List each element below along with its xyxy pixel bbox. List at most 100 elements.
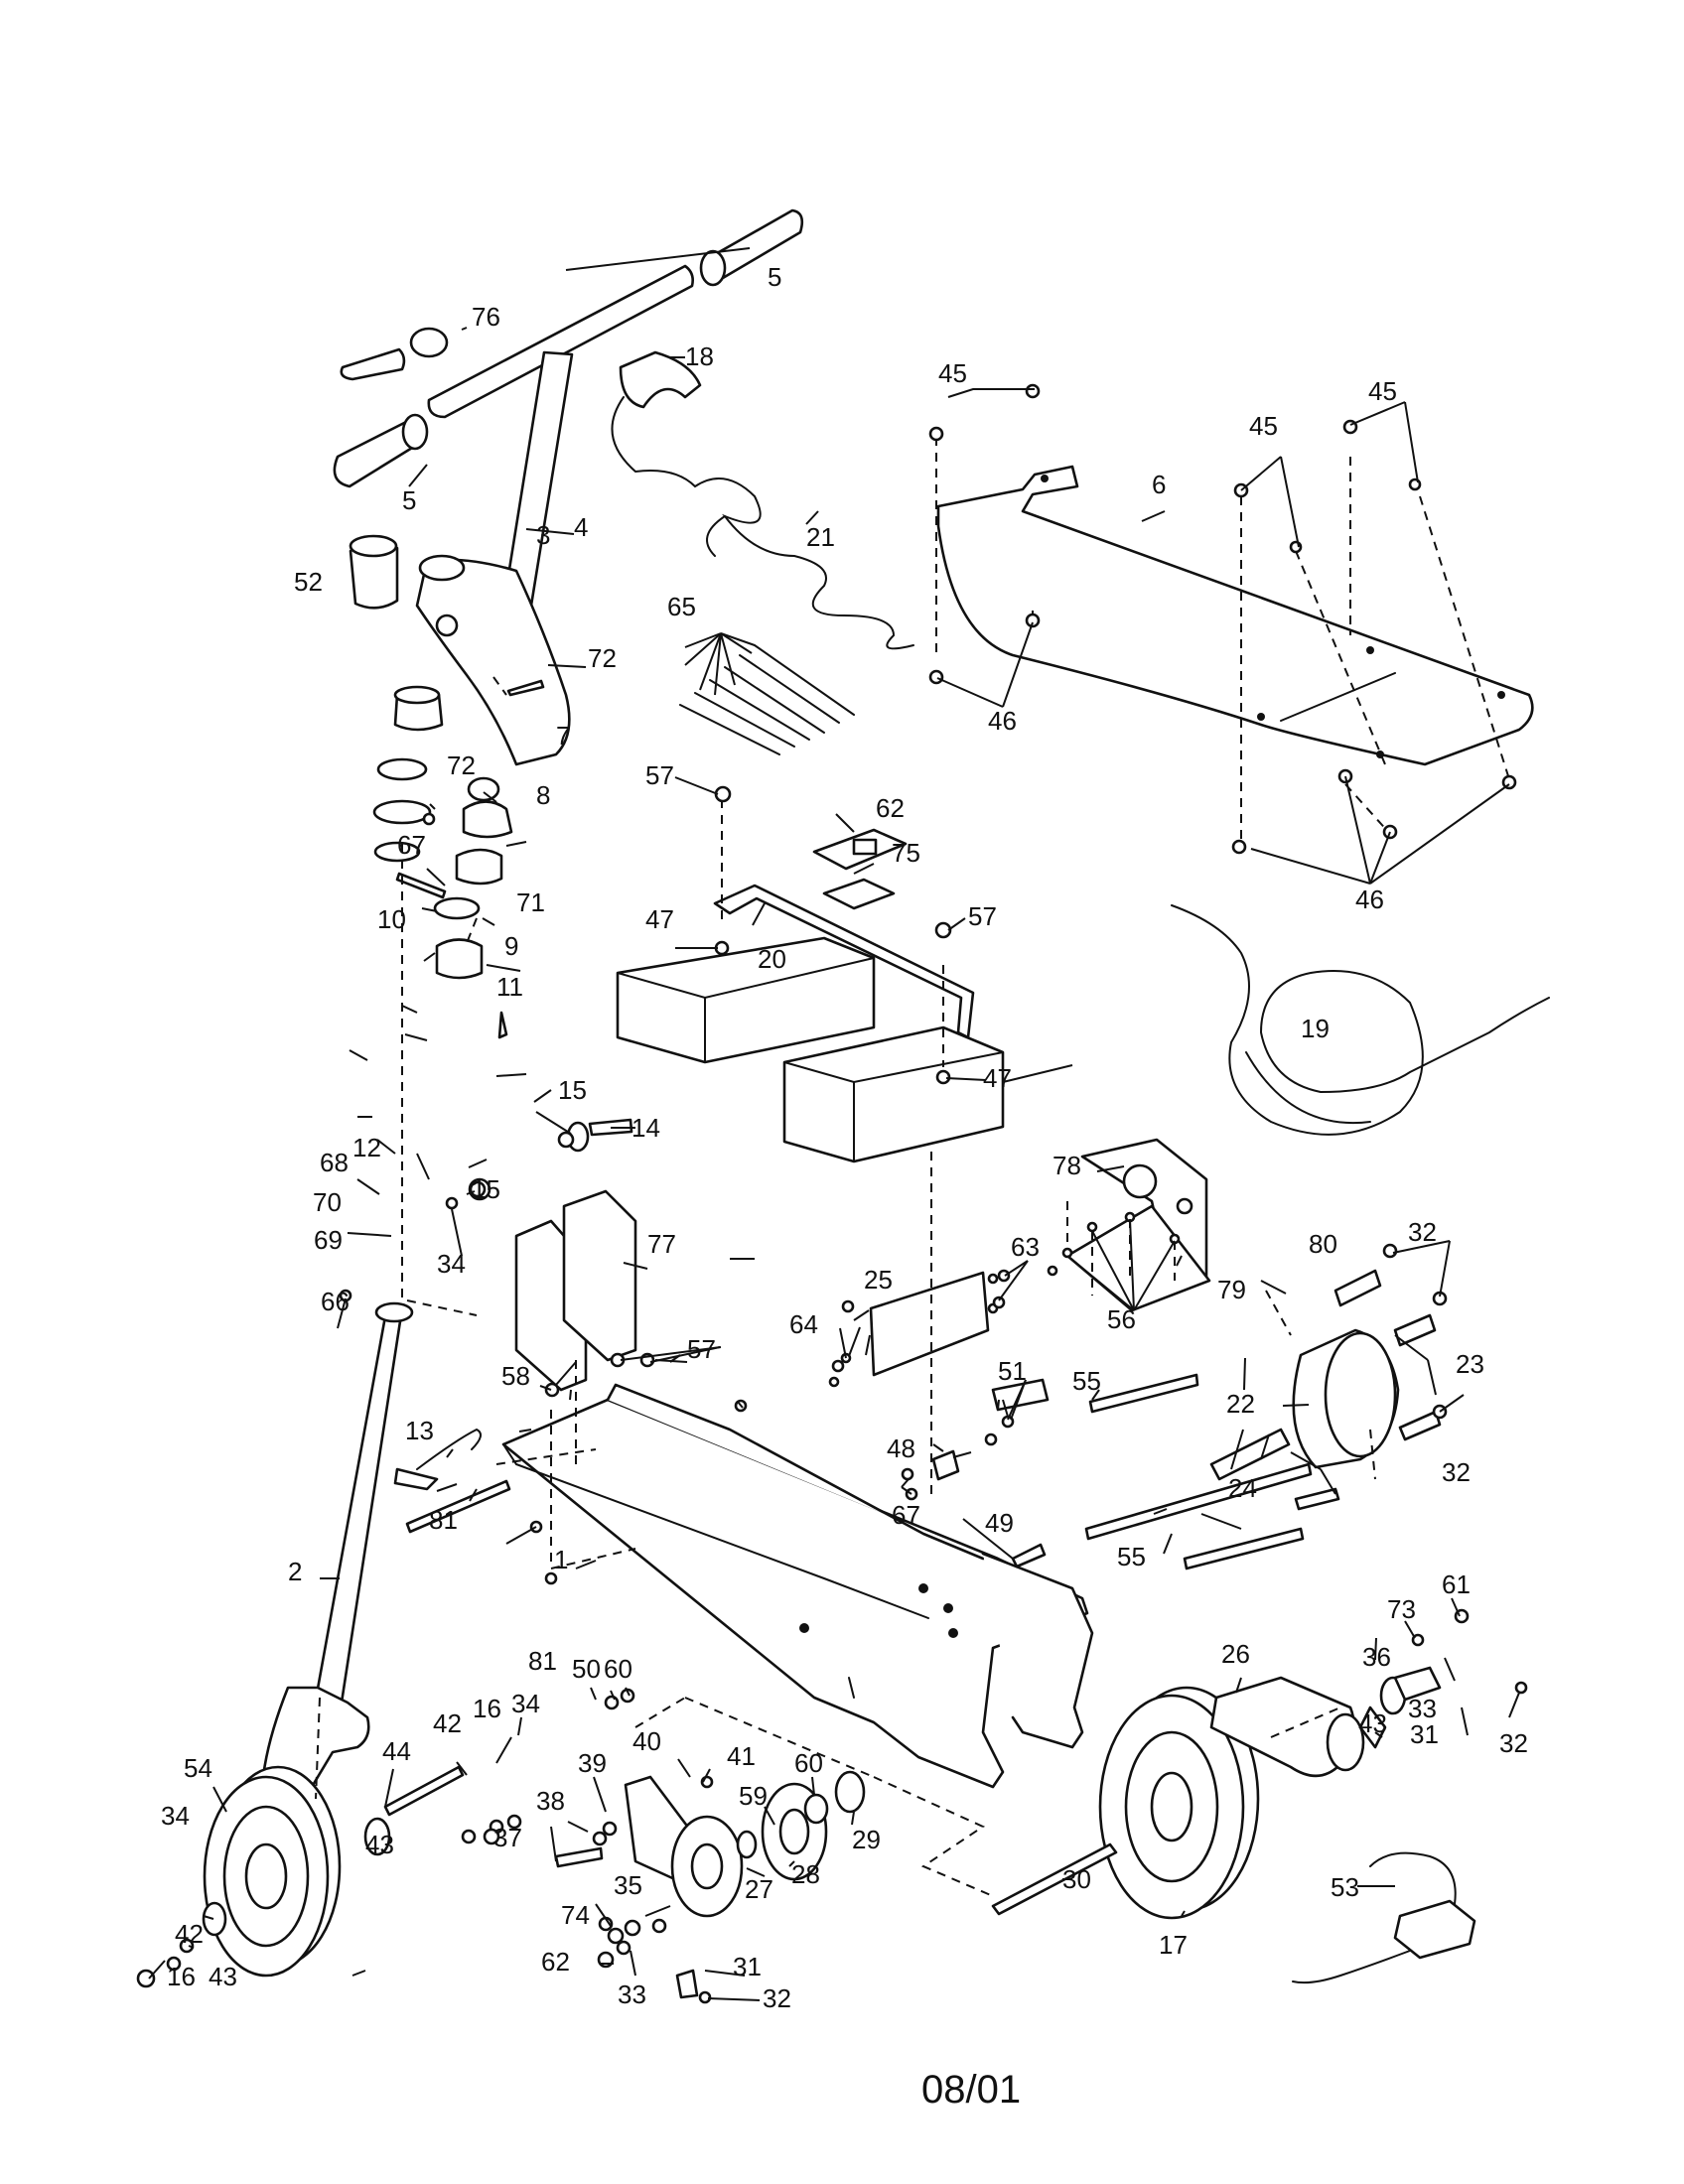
callout-48: 48: [887, 1433, 915, 1463]
callout-76: 78: [1052, 1151, 1081, 1180]
callout-63: 65: [667, 592, 696, 621]
callout-60: 60: [604, 1654, 632, 1684]
brake-assembly: [624, 1770, 866, 1918]
callout-5b: 5: [402, 485, 416, 515]
deck: [936, 465, 1534, 766]
callout-67b: 69: [314, 1225, 343, 1255]
callout-65: 67: [397, 830, 426, 860]
callout-33: 33: [1408, 1694, 1437, 1723]
callout-24: 24: [1228, 1473, 1257, 1503]
callout-46: 46: [988, 706, 1017, 736]
callout-30: 30: [1062, 1864, 1091, 1894]
callout-labels: 1 2 3 4 5 5 6 7 8 9 10 11 12 13 14 15 15…: [161, 262, 1528, 2013]
callout-43: 43: [365, 1830, 394, 1859]
callout-26: 26: [1221, 1639, 1250, 1669]
callout-16b: 16: [167, 1962, 196, 1991]
callout-59: 60: [794, 1748, 823, 1778]
callout-79: 81: [429, 1505, 458, 1535]
callout-12: 12: [352, 1133, 381, 1162]
callout-9: 9: [504, 931, 518, 961]
callout-71: 72: [588, 643, 617, 673]
callout-17: 17: [1159, 1930, 1188, 1960]
callout-4: 4: [574, 512, 588, 542]
callout-38: 38: [536, 1786, 565, 1816]
callout-61: 62: [876, 793, 905, 823]
charger: [1292, 1851, 1476, 1984]
callout-55b: 55: [1117, 1542, 1146, 1571]
callout-32: 32: [1408, 1217, 1437, 1247]
callout-29: 29: [852, 1825, 881, 1854]
callout-77: 79: [1217, 1275, 1246, 1304]
callout-32d: 32: [763, 1983, 791, 2013]
callout-57b: 57: [968, 901, 997, 931]
callout-70: 72: [447, 751, 476, 780]
callout-40: 40: [632, 1726, 661, 1756]
callout-2: 2: [288, 1557, 302, 1586]
front-wheel: [202, 1765, 391, 1978]
callout-37: 37: [493, 1823, 522, 1852]
callout-50: 50: [572, 1654, 601, 1684]
callout-66: 67: [892, 1500, 920, 1530]
motor: [991, 1328, 1400, 1469]
callout-3: 3: [536, 520, 550, 550]
callout-15: 15: [558, 1075, 587, 1105]
callout-78: 80: [1309, 1229, 1337, 1259]
callout-31b: 31: [1410, 1719, 1439, 1749]
battery-bracket: [713, 884, 975, 1039]
callout-80: 81: [528, 1646, 557, 1676]
callout-10: 10: [377, 904, 406, 934]
assembly-lines: [315, 437, 1510, 1897]
callout-67: 68: [320, 1148, 349, 1177]
footer-date: 08/01: [921, 2068, 1021, 2112]
callout-34c: 34: [161, 1801, 190, 1831]
controller-board: [812, 828, 908, 910]
callout-68: 70: [313, 1187, 342, 1217]
main-frame: [501, 1383, 1094, 1789]
rear-wheel: [1098, 1686, 1260, 1920]
callout-51: 51: [998, 1356, 1027, 1386]
callout-62b: 64: [789, 1309, 818, 1339]
axles: [383, 1269, 1442, 1999]
callout-75: 77: [647, 1229, 676, 1259]
callout-5: 5: [768, 262, 781, 292]
callout-7: 7: [556, 721, 570, 751]
callout-39: 39: [578, 1748, 607, 1778]
callout-45c: 45: [1368, 376, 1397, 406]
callout-22: 22: [1226, 1389, 1255, 1419]
cable-ties: [679, 644, 855, 755]
callout-62: 63: [1011, 1232, 1040, 1262]
callout-64: 66: [321, 1287, 350, 1316]
quick-release: [393, 1428, 482, 1491]
callout-57: 57: [645, 760, 674, 790]
callout-33b: 33: [618, 1979, 646, 2009]
callout-41: 41: [727, 1741, 756, 1771]
callout-27: 27: [745, 1874, 773, 1904]
front-tube: [261, 1301, 414, 1813]
callout-20: 20: [758, 944, 786, 974]
callout-19: 19: [1301, 1014, 1330, 1043]
callout-14: 14: [632, 1113, 660, 1143]
drive-belt: [1209, 1666, 1442, 1778]
callout-55: 55: [1072, 1366, 1101, 1396]
callout-34: 34: [437, 1249, 466, 1279]
steering-neck: [349, 534, 633, 1201]
callout-8: 8: [536, 780, 550, 810]
callout-57d: 58: [501, 1361, 530, 1391]
callout-32c: 32: [1499, 1728, 1528, 1758]
callout-60b: 61: [1442, 1570, 1471, 1599]
callout-31: 31: [733, 1952, 762, 1981]
leader-lines: [148, 247, 1520, 2001]
callout-47: 47: [645, 904, 674, 934]
callout-45b: 45: [1249, 411, 1278, 441]
wire-harness: [1171, 904, 1550, 1136]
callout-74: 76: [472, 302, 500, 332]
callout-15b: 15: [472, 1174, 500, 1204]
callout-28: 28: [791, 1859, 820, 1889]
callout-1: 1: [554, 1545, 568, 1574]
callout-60c: 62: [541, 1947, 570, 1977]
callout-36: 36: [1362, 1642, 1391, 1672]
callout-35: 35: [614, 1870, 642, 1900]
callout-69: 71: [516, 887, 545, 917]
callout-25: 25: [864, 1265, 893, 1295]
